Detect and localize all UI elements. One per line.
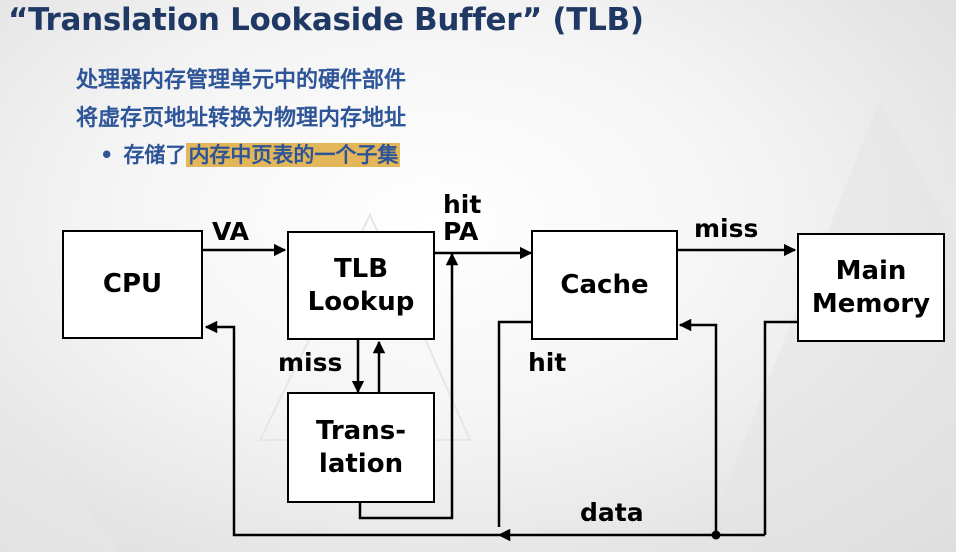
cache-hit-path [497, 320, 531, 527]
translation-pa-path [358, 252, 459, 520]
cpu-label: CPU [102, 269, 163, 299]
junction-dot [711, 530, 721, 540]
translation-box: Trans- lation [287, 392, 435, 503]
description-line-2: 将虚存页地址转换为物理内存地址 [76, 106, 407, 131]
va-label: VA [212, 217, 249, 246]
memory-data-path [763, 320, 797, 535]
data-return-path [204, 320, 499, 537]
page-title: “Translation Lookaside Buffer” (TLB) [8, 2, 644, 38]
hit-label-cache: hit [528, 348, 567, 377]
data-label: data [580, 498, 644, 527]
miss-label-tlb: miss [278, 348, 343, 377]
highlighted-text: 内存中页表的一个子集 [186, 143, 401, 167]
description-line-1: 处理器内存管理单元中的硬件部件 [76, 68, 407, 93]
cache-label: Cache [560, 269, 649, 300]
bullet-prefix: 存储了 [123, 143, 187, 167]
miss-label-cache: miss [694, 214, 759, 243]
tlb-lookup-box: TLB Lookup [287, 231, 435, 340]
tlb-label-line1: TLB [333, 253, 389, 284]
cache-box: Cache [531, 230, 678, 340]
main-memory-box: Main Memory [797, 233, 945, 342]
tlb-label-line2: Lookup [307, 286, 415, 317]
translation-label-line2: lation [318, 448, 404, 479]
memory-to-cache-path [678, 318, 718, 535]
translation-label-line1: Trans- [315, 415, 407, 446]
cpu-box: CPU [62, 230, 203, 339]
hit-label-top: hit [443, 190, 482, 219]
bullet-dot-icon: • [100, 143, 114, 167]
memory-label-line2: Memory [811, 288, 931, 319]
pa-label: PA [443, 217, 479, 246]
bullet-item: • 存储了内存中页表的一个子集 [100, 139, 401, 169]
memory-label-line1: Main [835, 255, 907, 286]
